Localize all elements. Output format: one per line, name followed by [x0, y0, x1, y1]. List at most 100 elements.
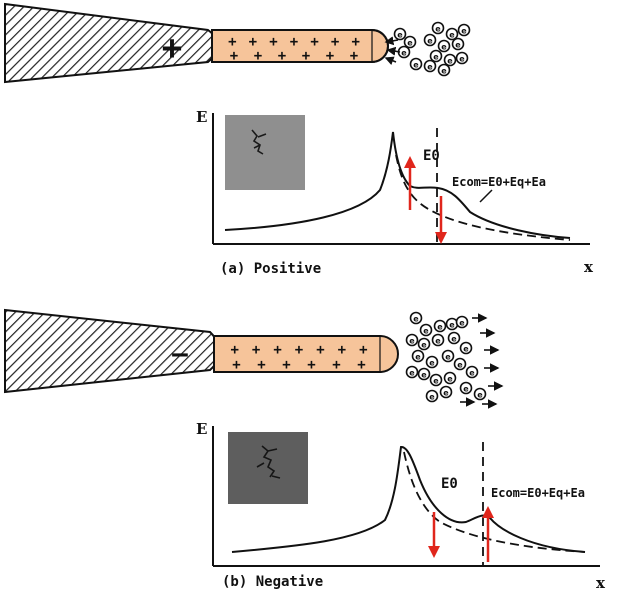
electron — [425, 389, 439, 403]
charge-sign: + — [326, 48, 334, 64]
charge-sign: + — [359, 342, 367, 358]
charge-sign: + — [269, 34, 277, 50]
electron — [459, 341, 473, 355]
electron-glyph: e — [445, 353, 451, 362]
electron-glyph: e — [401, 49, 407, 58]
x-axis-label: x — [596, 574, 606, 592]
electron-glyph: e — [409, 369, 415, 378]
electron-glyph: e — [477, 391, 483, 400]
streamer-channel-negative: +++++++++++++ — [213, 335, 399, 373]
y-axis-label: E — [196, 420, 207, 438]
electron-glyph: e — [413, 315, 419, 324]
electron — [423, 33, 437, 47]
electron-glyph: e — [413, 61, 419, 70]
charge-sign: + — [232, 357, 240, 373]
electron-glyph: e — [461, 27, 467, 36]
electron-glyph: e — [429, 359, 435, 368]
charge-sign: + — [310, 34, 318, 50]
electron — [405, 333, 419, 347]
electron — [431, 21, 445, 35]
electron — [411, 349, 425, 363]
electron-glyph: e — [415, 353, 421, 362]
electron-glyph: e — [463, 385, 469, 394]
x-axis-label: x — [584, 258, 594, 276]
electron — [437, 39, 451, 53]
electron-glyph: e — [469, 369, 475, 378]
electron — [419, 323, 433, 337]
electron-glyph: e — [423, 327, 429, 336]
equation-label: Ecom=E0+Eq+Ea — [491, 486, 585, 500]
charge-sign: + — [249, 34, 257, 50]
electron-glyph: e — [451, 335, 457, 344]
electron-glyph: e — [427, 63, 433, 72]
charge-sign: + — [278, 48, 286, 64]
electron-glyph: e — [441, 67, 447, 76]
electron — [433, 319, 447, 333]
electron — [443, 53, 457, 67]
electron-glyph: e — [435, 337, 441, 346]
caption-negative: (b) Negative — [222, 574, 323, 590]
electron — [409, 311, 423, 325]
charge-sign: + — [273, 342, 281, 358]
space-charge-field-curve — [395, 154, 571, 241]
space-charge-field-curve — [403, 451, 586, 553]
electron-glyph: e — [407, 39, 413, 48]
charge-sign: + — [254, 48, 262, 64]
electron-glyph: e — [427, 37, 433, 46]
electron-glyph: e — [421, 341, 427, 350]
charge-sign: + — [282, 357, 290, 373]
attraction-arrows — [384, 36, 401, 65]
electron — [451, 37, 465, 51]
charge-sign: + — [316, 342, 324, 358]
charge-sign: + — [302, 48, 310, 64]
y-axis-label: E — [196, 108, 207, 126]
electron-glyph: e — [433, 377, 439, 386]
electron — [455, 51, 469, 65]
electron-glyph: e — [443, 389, 449, 398]
electron-glyph: e — [437, 323, 443, 332]
electron-glyph: e — [449, 31, 455, 40]
charge-sign: + — [252, 342, 260, 358]
field-label-e0: E0 — [441, 476, 458, 492]
channel-body — [211, 29, 389, 63]
electron-glyph: e — [447, 57, 453, 66]
electron-glyph: e — [459, 319, 465, 328]
field-label-e0: E0 — [423, 148, 440, 164]
electron — [453, 357, 467, 371]
electron — [403, 35, 417, 49]
charge-sign: + — [332, 357, 340, 373]
electron-glyph: e — [457, 361, 463, 370]
streamer-channel-positive: +++++++++++++ — [211, 29, 389, 64]
electron — [417, 367, 431, 381]
charge-sign: + — [230, 48, 238, 64]
charge-sign: + — [228, 34, 236, 50]
inset-photo — [225, 115, 305, 190]
electron — [423, 59, 437, 73]
electron — [439, 385, 453, 399]
inset-photo — [228, 432, 308, 504]
charge-sign: + — [295, 342, 303, 358]
charge-sign: + — [350, 48, 358, 64]
charge-sign: + — [357, 357, 365, 373]
electron-glyph: e — [409, 337, 415, 346]
caption-positive: (a) Positive — [220, 261, 321, 277]
field-graph-negative: E x E0 Ecom=E0+Eq+Ea (b) Negative — [196, 420, 606, 592]
electron-glyph: e — [397, 31, 403, 40]
electron-glyph: e — [441, 43, 447, 52]
electrode-negative: — — [4, 308, 221, 394]
channel-charges: +++++++++++++ — [228, 34, 360, 64]
electron-glyph: e — [449, 321, 455, 330]
combined-field-curve — [231, 446, 586, 553]
electron — [393, 27, 407, 41]
charge-sign: + — [338, 342, 346, 358]
electron — [429, 373, 443, 387]
electron — [417, 337, 431, 351]
electron-glyph: e — [447, 375, 453, 384]
electron — [457, 23, 471, 37]
electron-glyph: e — [455, 41, 461, 50]
